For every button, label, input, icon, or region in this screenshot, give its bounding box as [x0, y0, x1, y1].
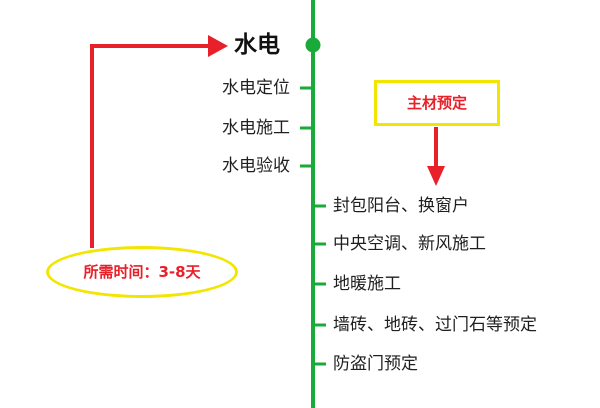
- left-item-3: 水电验收: [222, 156, 290, 176]
- right-item-1: 封包阳台、换窗户: [333, 196, 469, 216]
- note-box-text: 主材预定: [406, 94, 467, 112]
- time-arrow-head-icon: [208, 35, 228, 57]
- right-item-2: 中央空调、新风施工: [333, 234, 486, 254]
- right-item-5: 防盗门预定: [333, 354, 418, 374]
- note-box: 主材预定: [374, 80, 500, 126]
- page-title: 水电: [234, 32, 280, 58]
- note-arrow-head-icon: [427, 166, 445, 186]
- milestone-node: [305, 37, 321, 53]
- right-item-4: 墙砖、地砖、过门石等预定: [333, 315, 537, 335]
- time-arrow-line: [90, 44, 214, 248]
- left-item-2: 水电施工: [222, 118, 290, 138]
- right-item-3: 地暖施工: [333, 274, 401, 294]
- time-ellipse-text: 所需时间：3-8天: [83, 263, 201, 281]
- left-item-1: 水电定位: [222, 78, 290, 98]
- time-ellipse: 所需时间：3-8天: [46, 246, 238, 298]
